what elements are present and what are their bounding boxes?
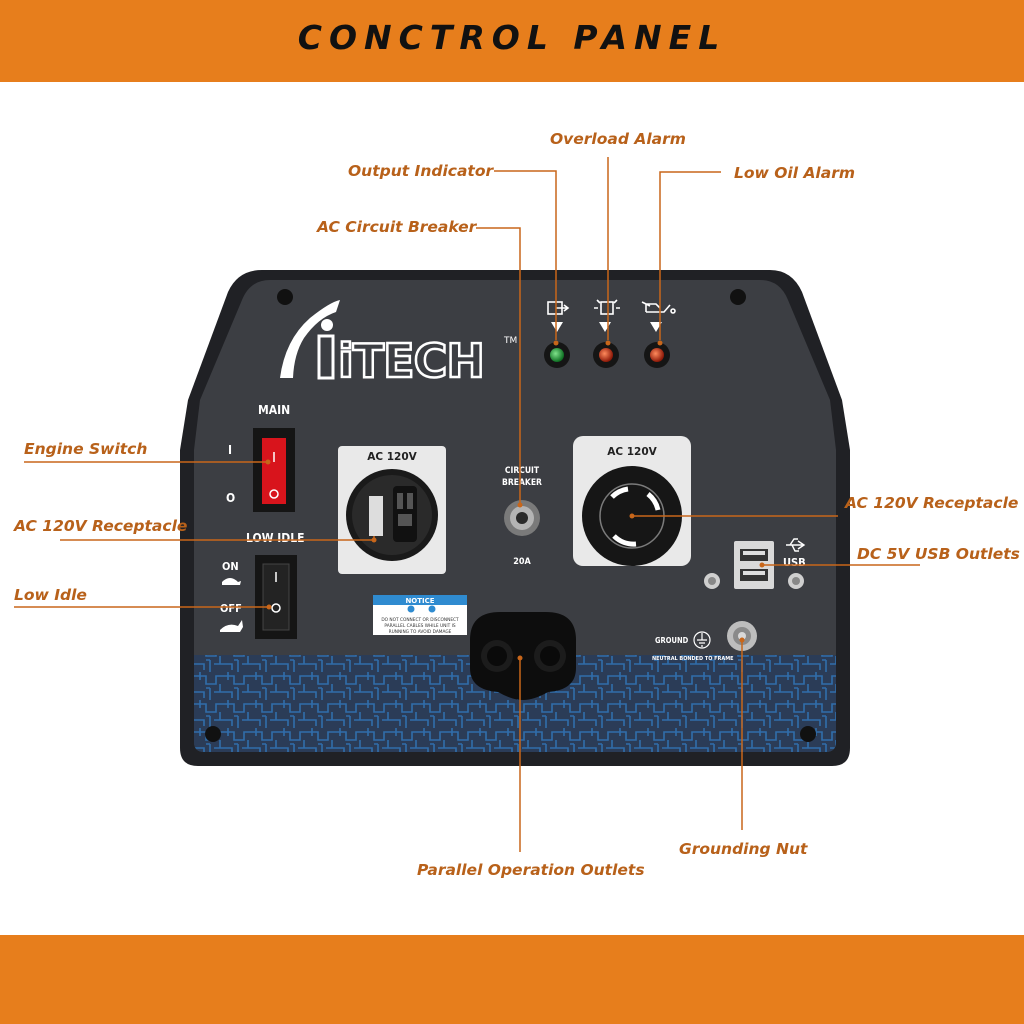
callout-ac-circuit-breaker: AC Circuit Breaker <box>317 218 477 236</box>
svg-text:TM: TM <box>503 336 517 346</box>
engine-switch-rocker <box>262 438 286 504</box>
svg-text:LOW IDLE: LOW IDLE <box>246 531 305 545</box>
callout-low-idle: Low Idle <box>14 586 87 604</box>
overload-alarm-light <box>599 348 613 362</box>
svg-text:GROUND: GROUND <box>655 636 689 645</box>
svg-text:I: I <box>228 443 232 457</box>
ground-symbol-icon <box>693 631 711 649</box>
callout-engine-switch: Engine Switch <box>24 440 148 458</box>
page-title: CONCTROL PANEL <box>297 18 727 57</box>
svg-text:NOTICE: NOTICE <box>405 597 434 605</box>
low-oil-alarm-light <box>650 348 664 362</box>
callout-ac-120v-receptacle-left: AC 120V Receptacle <box>14 517 188 535</box>
svg-text:OFF: OFF <box>220 602 242 615</box>
parallel-outlet-cover <box>470 612 576 700</box>
turtle-icon <box>222 578 241 585</box>
svg-text:iTECH: iTECH <box>338 334 484 388</box>
itech-logo: iTECH TM <box>280 300 517 389</box>
svg-text:MAIN: MAIN <box>258 403 290 417</box>
callout-grounding-nut: Grounding Nut <box>679 840 808 858</box>
top-banner: CONCTROL PANEL <box>0 0 1024 82</box>
output-indicator-light <box>550 348 564 362</box>
screw-icon <box>205 289 816 742</box>
svg-text:ON: ON <box>222 560 239 573</box>
svg-text:AC 120V: AC 120V <box>607 446 657 458</box>
svg-text:NEUTRAL BONDED TO FRAME: NEUTRAL BONDED TO FRAME <box>652 656 734 662</box>
usb-icon <box>786 538 806 552</box>
circuit-pattern <box>194 655 836 752</box>
callout-ac-120v-receptacle-right: AC 120V Receptacle <box>845 494 1019 512</box>
svg-text:20A: 20A <box>513 557 531 567</box>
svg-text:RUNNING TO AVOID DAMAGE: RUNNING TO AVOID DAMAGE <box>389 629 452 635</box>
callout-dc-5v-usb-outlets: DC 5V USB Outlets <box>857 545 1020 563</box>
bottom-banner <box>0 935 1024 1024</box>
output-indicator-icon <box>547 301 570 315</box>
low-oil-alarm-icon <box>641 301 676 314</box>
svg-text:BREAKER: BREAKER <box>502 478 542 488</box>
svg-text:O: O <box>226 491 235 505</box>
callout-parallel-operation-outlets: Parallel Operation Outlets <box>417 861 645 879</box>
callout-low-oil-alarm: Low Oil Alarm <box>734 164 856 182</box>
svg-text:DO NOT CONNECT OR DISCONNECT: DO NOT CONNECT OR DISCONNECT <box>381 617 459 623</box>
rabbit-icon <box>220 620 243 632</box>
callout-output-indicator: Output Indicator <box>348 162 494 180</box>
svg-text:CIRCUIT: CIRCUIT <box>505 466 540 476</box>
overload-alarm-icon <box>594 299 620 315</box>
callout-overload-alarm: Overload Alarm <box>550 130 686 148</box>
svg-text:USB: USB <box>783 556 806 569</box>
svg-text:AC 120V: AC 120V <box>367 451 417 463</box>
svg-text:PARALLEL CABLES WHILE UNIT IS: PARALLEL CABLES WHILE UNIT IS <box>384 623 455 629</box>
